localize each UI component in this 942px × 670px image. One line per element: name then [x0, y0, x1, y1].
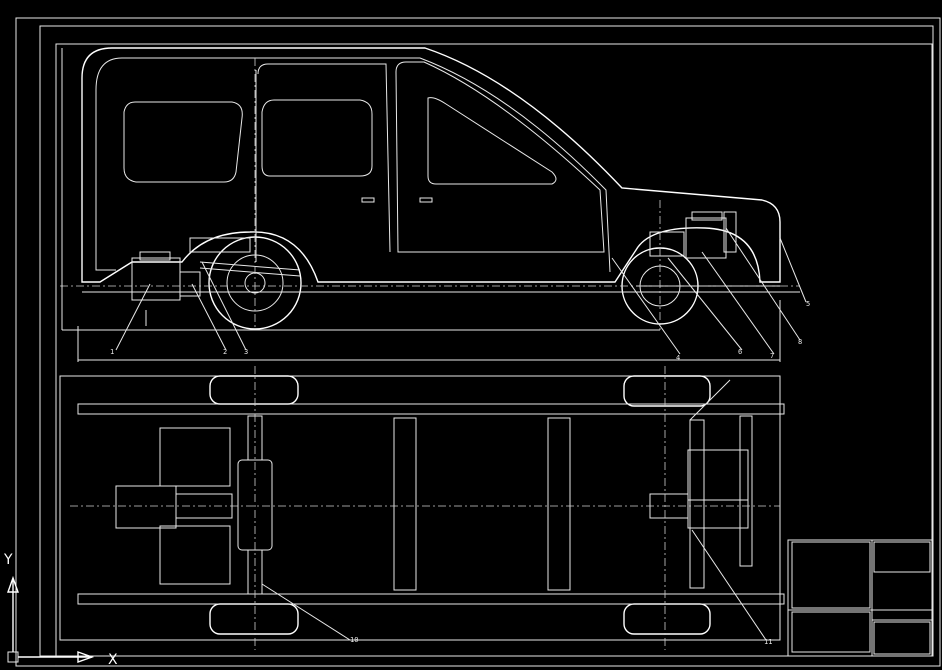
title-block — [787, 539, 933, 657]
vehicle-body-outline — [81, 47, 781, 283]
top-view-frame — [59, 375, 781, 641]
callout-2: 2 — [223, 348, 227, 356]
front-bracket — [691, 211, 723, 221]
ucs-y-label: Y — [3, 552, 13, 568]
front-gear-top — [687, 499, 749, 529]
ucs-x-arrow — [77, 651, 95, 663]
leader-9 — [779, 237, 807, 303]
front-motor — [685, 217, 727, 259]
ucs-icon — [7, 575, 95, 663]
door-handle-1 — [361, 197, 375, 203]
ucs-y-arrow — [7, 575, 19, 593]
callout-3: 3 — [244, 348, 248, 356]
cross-member-2 — [547, 417, 571, 591]
side-view — [60, 47, 807, 362]
body-inner-contour — [95, 57, 611, 273]
tb-drawing-name-box — [873, 621, 931, 655]
outer-border — [15, 17, 941, 667]
leader-6 — [667, 257, 743, 351]
tb-signature-box — [791, 611, 871, 653]
rear-battery — [189, 237, 251, 253]
tb-spec-box — [873, 541, 931, 573]
rear-motor — [131, 257, 181, 301]
leader-7 — [701, 251, 775, 355]
left-frame-rail — [77, 403, 785, 415]
leader-1 — [115, 283, 151, 351]
top-view — [59, 366, 785, 650]
tb-parts-table — [791, 541, 871, 609]
rear-left-tire — [209, 375, 299, 405]
front-steering-column — [689, 419, 705, 589]
front-window — [427, 97, 557, 185]
rear-battery-pack-top — [159, 427, 231, 487]
callout-5: 5 — [806, 300, 810, 308]
leader-top — [689, 379, 731, 421]
front-axle-arm — [739, 415, 753, 567]
rear-linkage — [199, 261, 301, 277]
callout-1: 1 — [110, 348, 114, 356]
front-door-frame — [395, 61, 605, 253]
leader-2 — [191, 283, 227, 351]
leader-10 — [261, 583, 351, 641]
rear-window — [123, 101, 243, 183]
middle-window — [261, 99, 373, 177]
callout-8: 8 — [798, 338, 802, 346]
rear-halfshaft-right — [247, 549, 263, 595]
rear-battery-pack-bottom — [159, 525, 231, 585]
leader-11 — [691, 529, 767, 641]
sliding-door-frame — [257, 63, 391, 253]
callout-4: 4 — [676, 354, 680, 362]
callout-6: 6 — [738, 348, 742, 356]
leader-8 — [725, 227, 801, 341]
front-controller — [723, 211, 737, 253]
title-block-frame — [787, 539, 933, 657]
leader-4 — [611, 257, 681, 355]
rear-mount — [139, 251, 171, 261]
drawing-frame — [55, 43, 933, 657]
callout-10: 10 — [350, 636, 358, 644]
leader-3 — [201, 261, 247, 351]
rear-right-tire — [209, 603, 299, 635]
door-handle-2 — [419, 197, 433, 203]
front-gear-unit — [649, 231, 685, 257]
cross-member-1 — [393, 417, 417, 591]
right-frame-rail — [77, 593, 785, 605]
callout-11: 11 — [764, 638, 772, 646]
front-right-tire — [623, 603, 711, 635]
front-motor-top — [687, 449, 749, 501]
rear-gearbox — [179, 271, 201, 297]
ucs-x-label: X — [108, 652, 118, 668]
rear-motor-top — [115, 485, 177, 529]
callout-7: 7 — [770, 352, 774, 360]
front-left-tire — [623, 375, 711, 407]
